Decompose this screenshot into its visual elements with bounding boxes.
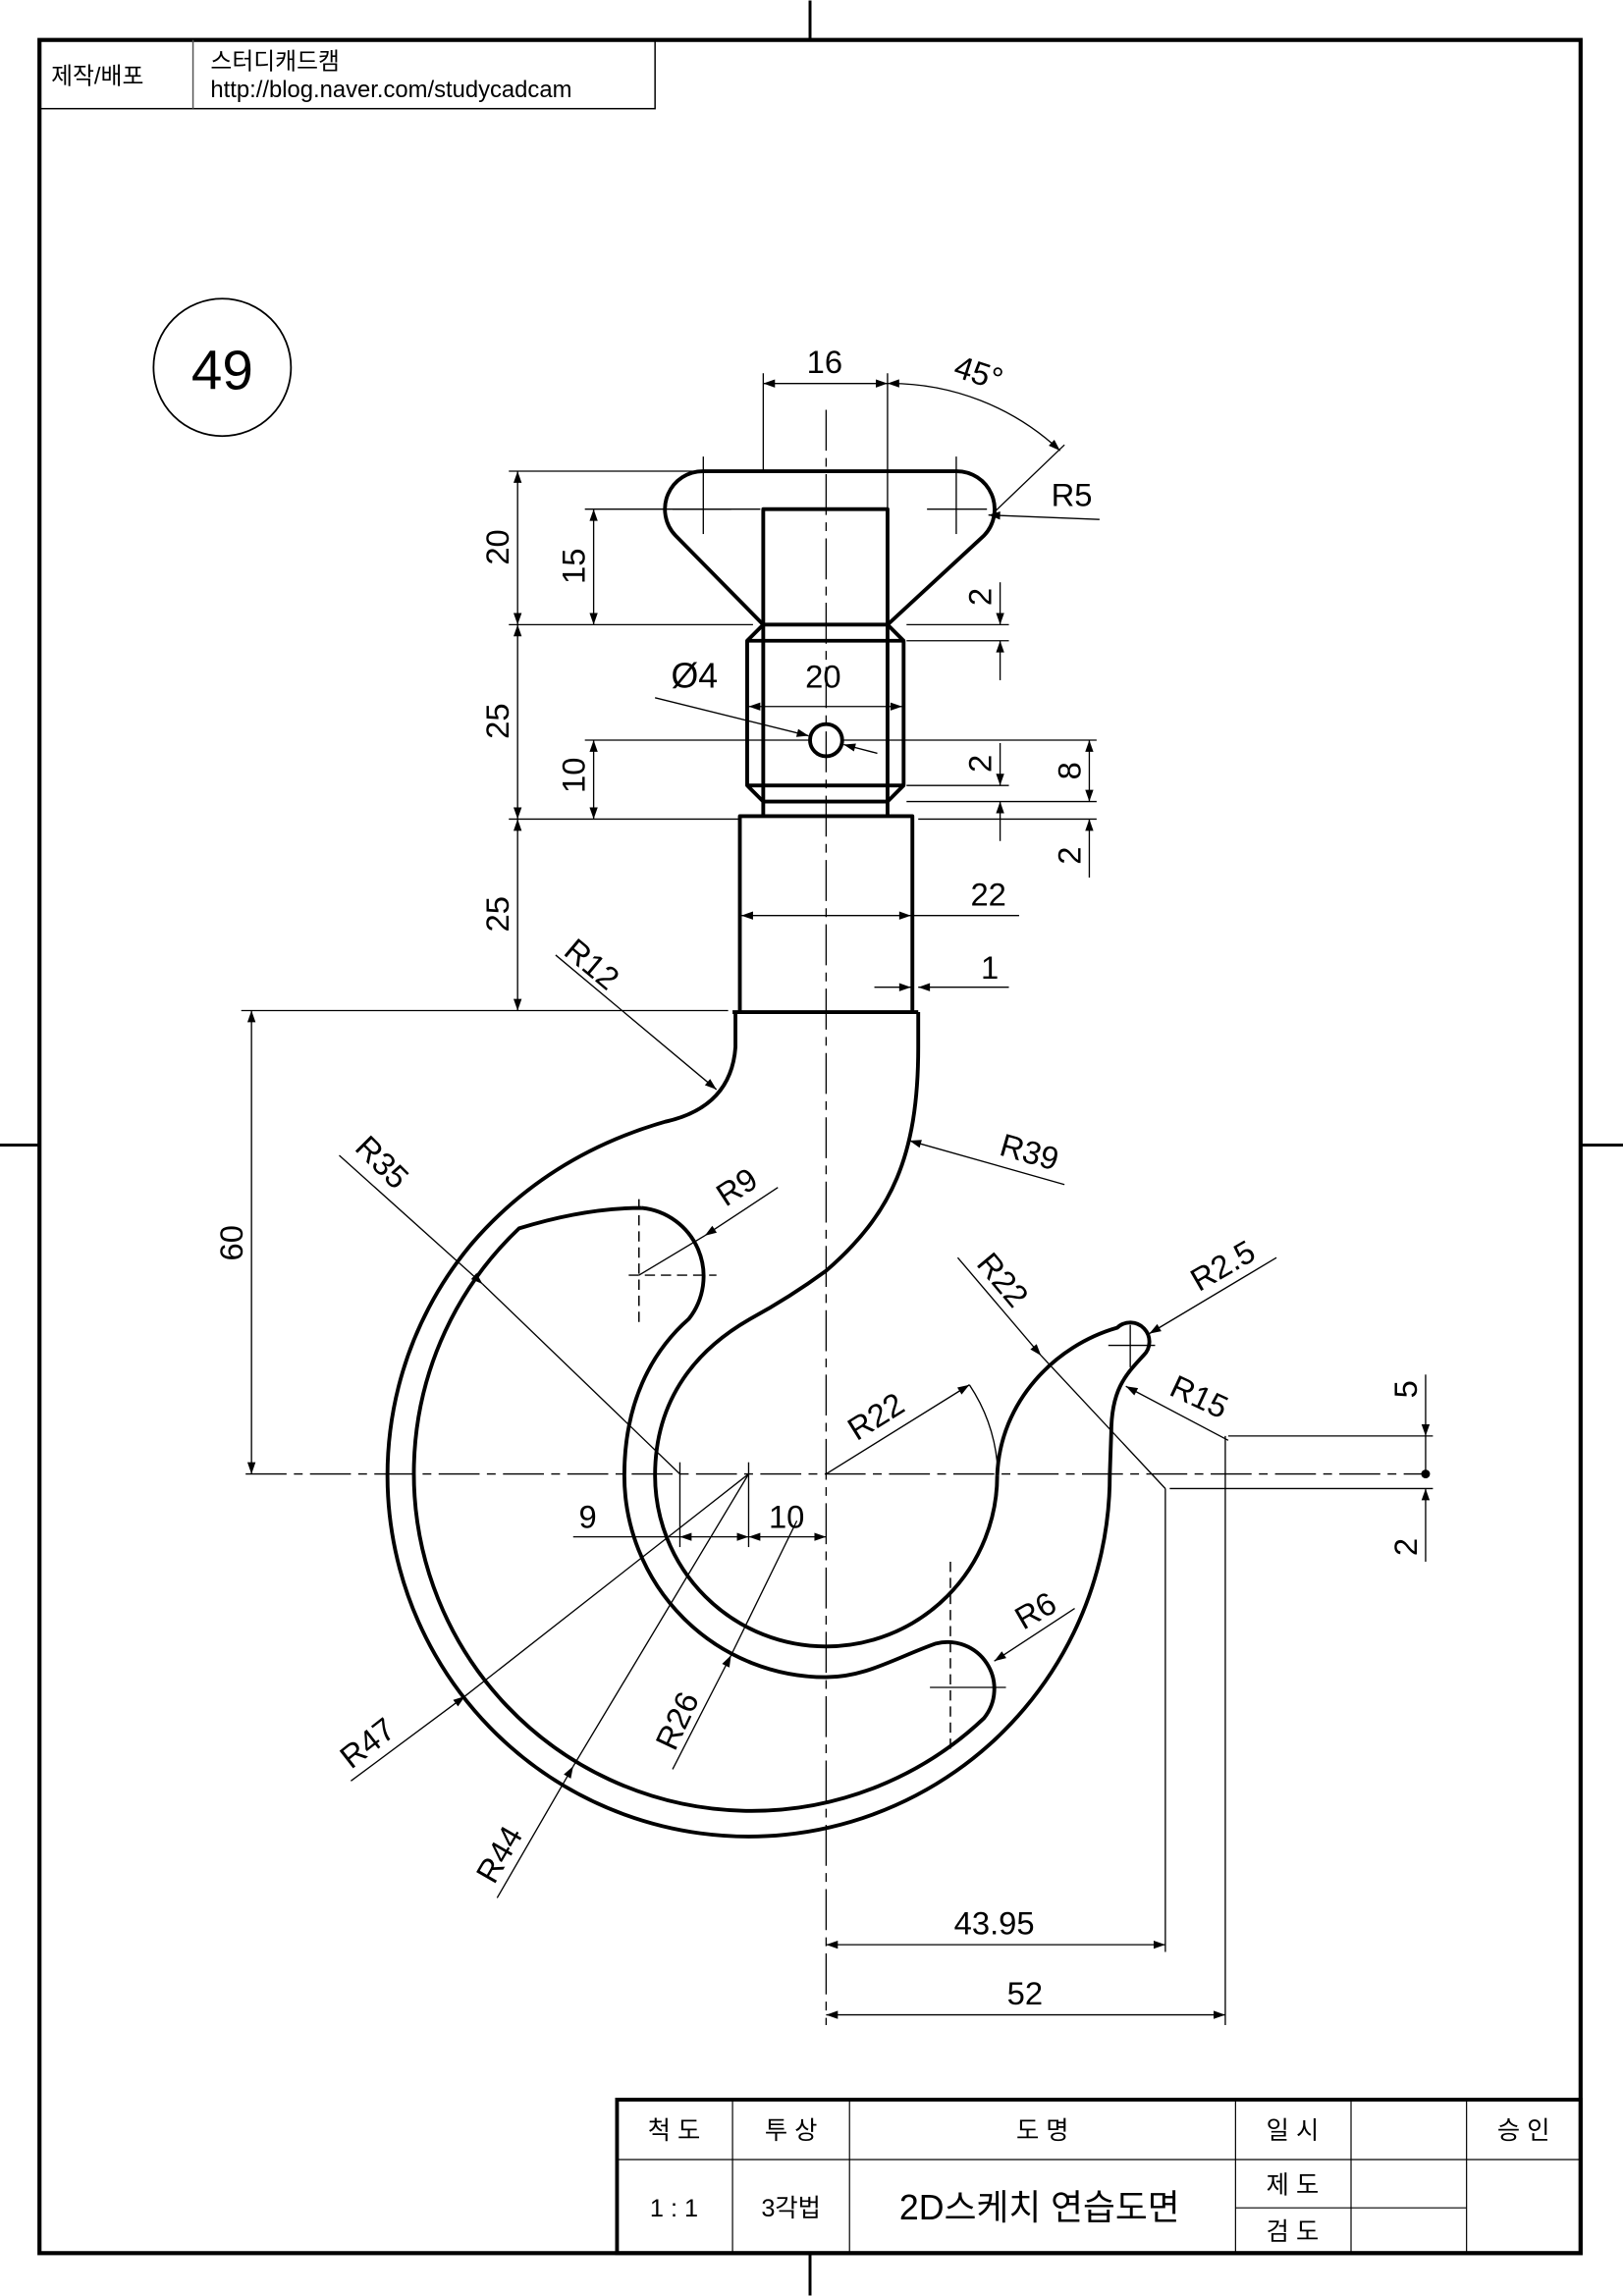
svg-text:16: 16 [807, 344, 842, 380]
svg-text:10: 10 [556, 758, 592, 793]
hook-part [385, 469, 1152, 1839]
svg-text:http://blog.naver.com/studycad: http://blog.naver.com/studycadcam [210, 77, 571, 103]
svg-text:2: 2 [1052, 847, 1088, 865]
svg-text:25: 25 [479, 703, 515, 738]
extension-lines [241, 373, 1434, 2026]
svg-text:R6: R6 [1008, 1584, 1062, 1636]
svg-text:45°: 45° [950, 347, 1008, 397]
svg-text:9: 9 [579, 1499, 597, 1535]
date-label: 일 시 [1267, 2117, 1320, 2145]
svg-text:R15: R15 [1164, 1367, 1233, 1425]
svg-text:10: 10 [769, 1499, 804, 1535]
svg-text:1: 1 [981, 949, 999, 986]
svg-text:R35: R35 [349, 1128, 416, 1196]
svg-text:2: 2 [1387, 1538, 1424, 1556]
svg-text:R47: R47 [333, 1710, 402, 1775]
svg-text:8: 8 [1052, 762, 1088, 779]
header-url-link[interactable]: http://blog.naver.com/studycadcam [210, 77, 571, 103]
drawing-number-circle [152, 297, 293, 438]
svg-text:Ø4: Ø4 [672, 656, 719, 695]
publisher-header: 제작/배포 스터디캐드캠 http://blog.naver.com/study… [38, 38, 656, 110]
checked-label: 검 도 [1267, 2218, 1320, 2246]
header-author: 스터디캐드캠 [210, 48, 339, 75]
svg-text:5: 5 [1387, 1380, 1424, 1398]
projection-value: 3각법 [761, 2195, 821, 2222]
svg-text:22: 22 [970, 876, 1005, 912]
drafted-label: 제 도 [1267, 2171, 1320, 2199]
drawing-number: 49 [191, 340, 253, 401]
projection-label: 투 상 [765, 2117, 818, 2145]
header-label: 제작/배포 [51, 63, 143, 89]
svg-text:60: 60 [213, 1225, 249, 1260]
svg-text:R5: R5 [1052, 477, 1093, 513]
name-label: 도 명 [1016, 2117, 1069, 2145]
dimension-labels: 16 45° R5 20 15 25 10 25 60 2 2 8 2 Ø4 2… [213, 344, 1424, 2011]
dimension-lines [246, 379, 1431, 2019]
approve-label: 승 인 [1497, 2117, 1550, 2145]
drawing-name: 2D스케치 연습도면 [899, 2188, 1180, 2227]
svg-text:R9: R9 [710, 1160, 764, 1213]
svg-text:20: 20 [479, 529, 515, 564]
svg-text:R2.5: R2.5 [1184, 1233, 1261, 1299]
svg-text:15: 15 [556, 549, 592, 584]
svg-text:52: 52 [1007, 1975, 1043, 2011]
svg-text:2: 2 [962, 755, 999, 773]
svg-text:R22: R22 [970, 1246, 1036, 1314]
scale-label: 척 도 [648, 2117, 701, 2145]
scale-value: 1 : 1 [650, 2195, 698, 2222]
title-block: 척 도 투 상 도 명 일 시 승 인 1 : 1 3각법 2D스케치 연습도면… [615, 2098, 1583, 2256]
svg-text:R39: R39 [997, 1126, 1063, 1177]
svg-text:R12: R12 [558, 932, 626, 997]
svg-text:43.95: 43.95 [954, 1905, 1035, 1942]
centerlines [245, 409, 1426, 2026]
svg-text:25: 25 [479, 896, 515, 932]
svg-text:R44: R44 [468, 1820, 529, 1890]
svg-text:R22: R22 [841, 1385, 911, 1447]
svg-text:20: 20 [805, 658, 840, 694]
svg-text:2: 2 [962, 588, 999, 606]
